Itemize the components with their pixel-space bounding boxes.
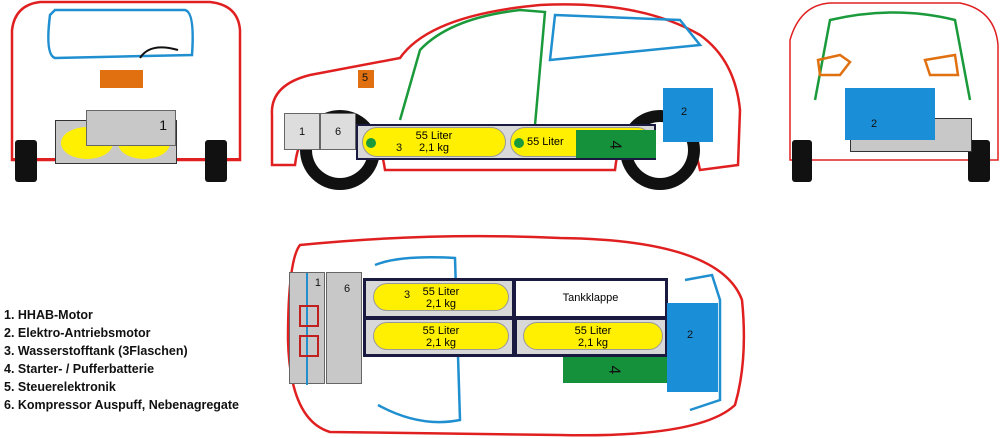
top-hhab-motor-1: 1 <box>289 272 325 385</box>
label-2: 2 <box>871 118 878 130</box>
label-2: 2 <box>681 106 688 118</box>
label-2: 2 <box>687 329 694 341</box>
label-6: 6 <box>335 126 342 138</box>
side-motor-2: 2 <box>663 88 713 142</box>
front-motor-2: 2 <box>845 88 935 140</box>
tank-volume: 55 Liter <box>574 325 612 337</box>
side-box-6: 6 <box>320 113 356 150</box>
label-1: 1 <box>314 277 321 289</box>
top-tank-1: 3 55 Liter 2,1 kg <box>373 283 509 311</box>
tank-volume: 55 Liter <box>527 136 564 148</box>
rear-hhab-motor: 1 <box>86 110 176 146</box>
top-tank-2: 55 Liter 2,1 kg <box>373 322 509 350</box>
tankklappe-area: Tankklappe <box>516 281 665 316</box>
legend-item: 4. Starter- / Pufferbatterie <box>4 362 155 376</box>
valve-icon <box>366 138 376 148</box>
side-box-1: 1 <box>284 113 320 150</box>
tank-mass: 2,1 kg <box>426 337 456 349</box>
top-motor-2: 2 <box>667 303 718 392</box>
legend-item: 1. HHAB-Motor <box>4 308 93 322</box>
label-4: 4 <box>605 365 623 375</box>
tank-mass: 2,1 kg <box>426 298 456 310</box>
top-compressor-6: 6 <box>326 272 362 384</box>
top-tank-3: 55 Liter 2,1 kg <box>523 322 663 350</box>
legend-item: 2. Elektro-Antriebsmotor <box>4 326 151 340</box>
label-1: 1 <box>159 117 167 133</box>
top-battery-4: 4 <box>563 357 667 383</box>
legend-item: 6. Kompressor Auspuff, Nebenagregate <box>4 398 240 412</box>
component-legend: 1. HHAB-Motor 2. Elektro-Antriebsmotor 3… <box>4 306 239 414</box>
label-5: 5 <box>362 72 369 84</box>
tank-volume: 55 Liter <box>422 325 460 337</box>
label-4: 4 <box>606 140 624 150</box>
legend-item: 5. Steuerelektronik <box>4 380 116 394</box>
tank-volume: 55 Liter <box>422 286 460 298</box>
legend-item: 3. Wasserstofftank (3Flaschen) <box>4 344 188 358</box>
label-3: 3 <box>404 289 411 301</box>
label-3: 3 <box>396 142 403 154</box>
side-tank-1: 3 55 Liter 2,1 kg <box>362 127 506 157</box>
label-1: 1 <box>299 126 306 138</box>
tank-mass: 2,1 kg <box>578 337 608 349</box>
tank-volume: 55 Liter <box>415 130 453 142</box>
side-control-electronics-5: 5 <box>358 70 374 88</box>
valve-icon <box>514 138 524 148</box>
rear-control-electronics <box>100 70 143 88</box>
side-battery-4: 4 <box>576 130 656 158</box>
label-6: 6 <box>344 283 351 295</box>
tank-mass: 2,1 kg <box>419 142 449 154</box>
